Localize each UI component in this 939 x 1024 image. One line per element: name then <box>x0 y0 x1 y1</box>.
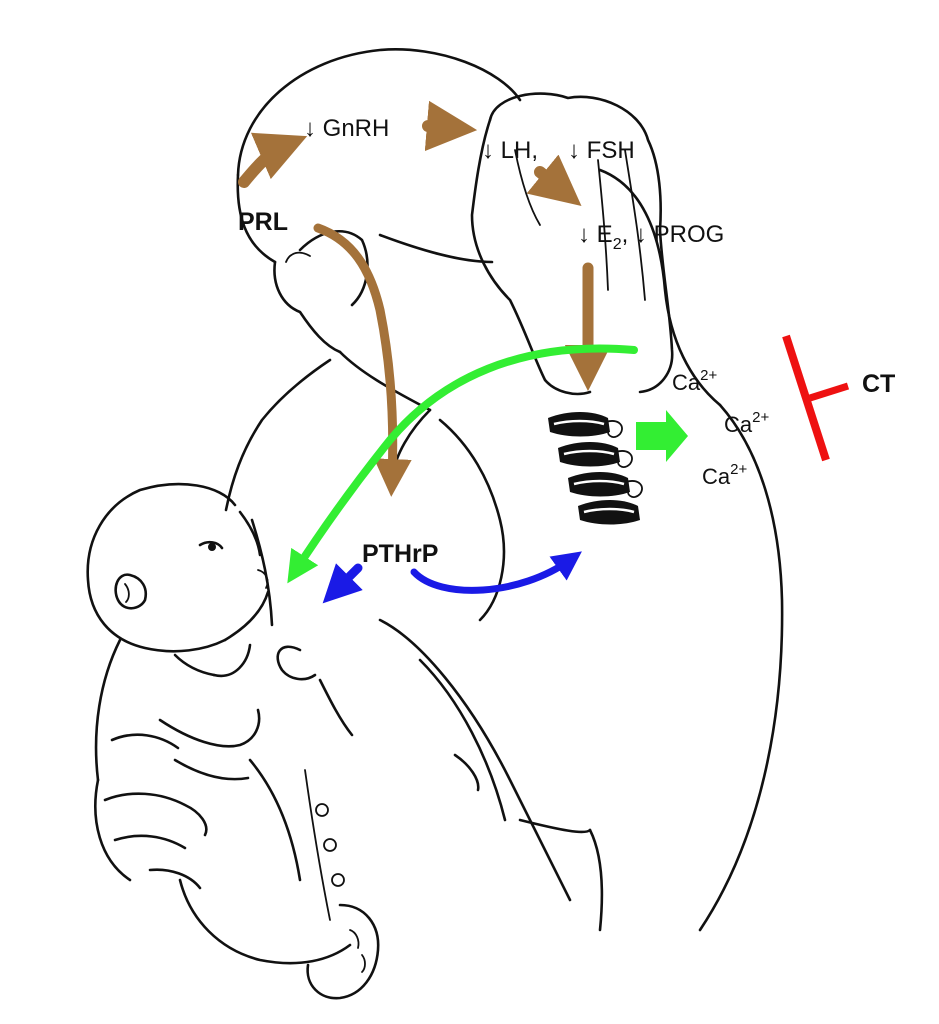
calcium-charge: 2+ <box>700 367 717 384</box>
infant-eye-icon <box>208 543 216 551</box>
gnrh-to-lh-arrow <box>422 100 478 152</box>
calcium-charge: 2+ <box>752 409 769 426</box>
vertebra <box>558 442 633 468</box>
e2-base: ↓ E <box>578 221 613 248</box>
prog-label: , ↓ PROG <box>622 221 725 248</box>
mother-line-drawing <box>224 48 784 932</box>
calcitonin-inhibition-icon <box>782 334 850 462</box>
vertebra <box>568 472 643 498</box>
vertebra <box>548 412 623 438</box>
mother-head-inner <box>470 92 674 396</box>
e2-label: ↓ E2, ↓ PROG <box>578 221 724 253</box>
prl-to-gnrh-arrow <box>238 132 308 188</box>
ct-label: CT <box>862 370 895 398</box>
calcium-label-3: Ca2+ <box>702 461 747 489</box>
calcium-base: Ca <box>702 464 731 489</box>
button-icon <box>331 873 345 887</box>
vertebrae-icon <box>548 412 643 525</box>
calcium-to-milk-arrow <box>287 344 638 584</box>
prl-to-pthrp-arrow <box>313 223 412 497</box>
vertebra <box>578 500 640 525</box>
pthrp-to-bone-arrow <box>410 551 582 594</box>
calcium-release-arrow <box>636 410 688 462</box>
gnrh-label: ↓ GnRH <box>304 115 389 142</box>
calcium-label-1: Ca2+ <box>672 367 717 395</box>
pthrp-label: PTHrP <box>362 540 438 568</box>
button-icon <box>315 803 329 817</box>
e2-subscript: 2 <box>613 236 622 253</box>
pthrp-to-breast-arrow <box>322 563 363 604</box>
infant-line-drawing <box>86 482 380 1000</box>
calcium-base: Ca <box>724 412 753 437</box>
button-icon <box>323 838 337 852</box>
calcium-base: Ca <box>672 370 701 395</box>
prl-label: PRL <box>238 208 288 236</box>
calcium-charge: 2+ <box>730 461 747 478</box>
fsh-label: ↓ FSH <box>568 137 635 164</box>
calcium-label-2: Ca2+ <box>724 409 769 437</box>
lh-label: ↓ LH, <box>482 137 538 164</box>
lh-to-e2-arrow <box>526 154 582 206</box>
